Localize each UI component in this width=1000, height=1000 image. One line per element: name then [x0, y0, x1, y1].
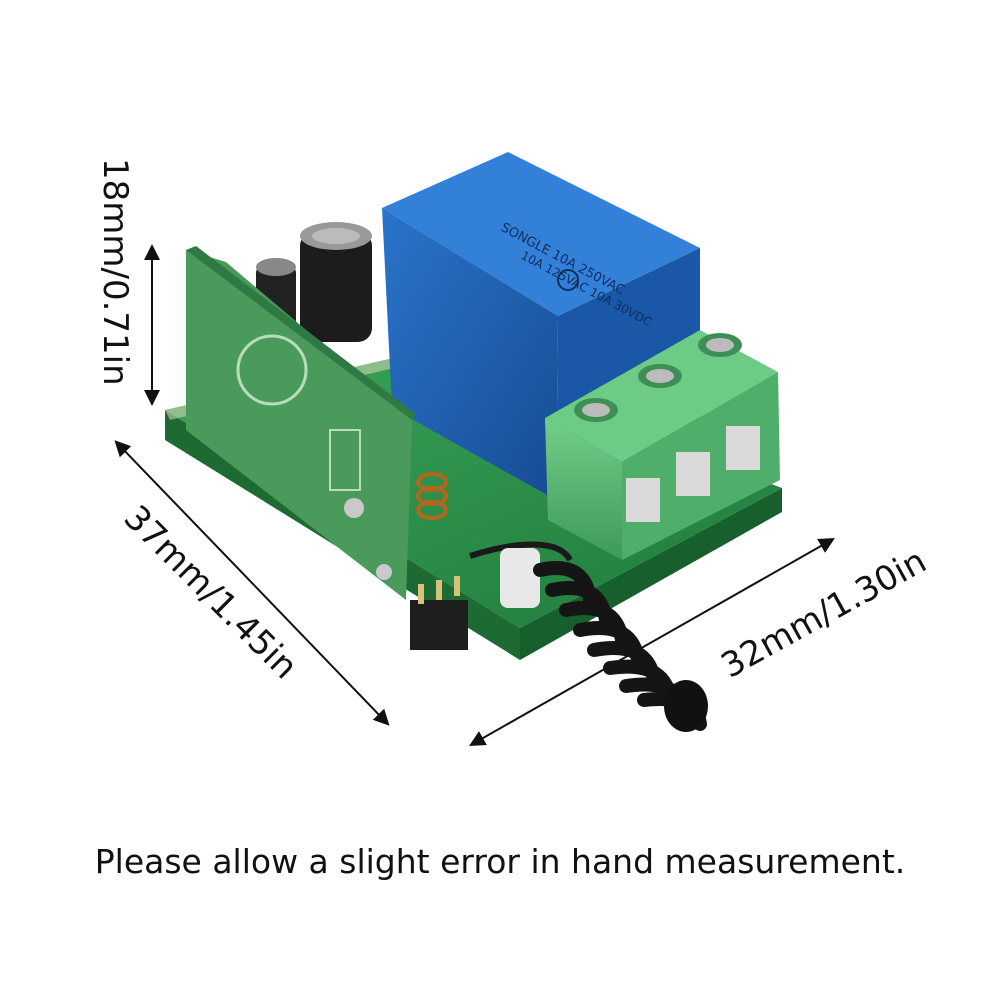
- terminal-block: [545, 330, 780, 560]
- measurement-disclaimer: Please allow a slight error in hand meas…: [94, 842, 906, 881]
- jumper-pins: [410, 576, 468, 650]
- relay: SONGLE 10A 250VAC 10A 125VAC 10A 30VDC: [382, 152, 700, 500]
- length-dimension-arrow: [114, 440, 390, 726]
- receiver-module: [186, 246, 416, 600]
- height-dimension-label: 18mm/0.71in: [95, 158, 135, 386]
- copper-coil: [416, 472, 448, 520]
- width-dimension-arrow: [469, 538, 835, 746]
- coiled-antenna: [469, 541, 708, 732]
